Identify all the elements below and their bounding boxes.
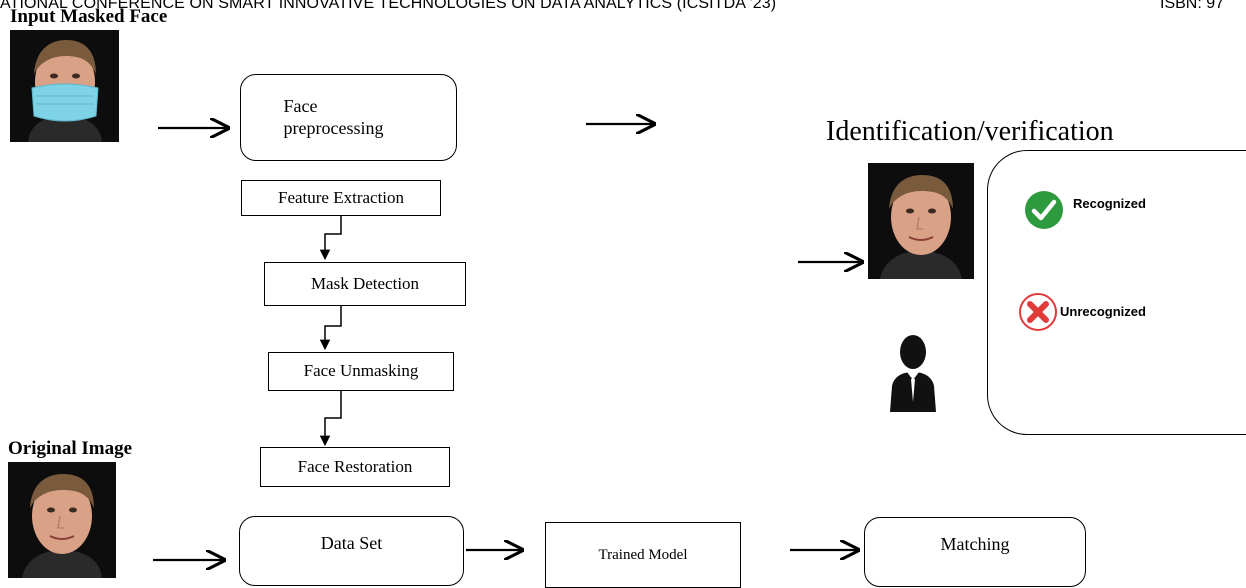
arrow-mask-to-unmasking: [319, 306, 342, 351]
mask-detection-label: Mask Detection: [310, 273, 420, 293]
face-restoration-label: Face Restoration: [297, 456, 413, 476]
unrecognized-label: Unrecognized: [1060, 304, 1146, 319]
feature-extraction-label: Feature Extraction: [277, 187, 405, 207]
data-set-label: Data Set: [320, 533, 383, 553]
cross-icon: [1018, 292, 1058, 337]
data-set-box: Data Set: [239, 516, 464, 586]
conference-header: ATIONAL CONFERENCE ON SMART INNOVATIVE T…: [0, 0, 777, 12]
mask-detection-box: Mask Detection: [264, 262, 466, 306]
face-preprocessing-box: Face preprocessing: [240, 74, 457, 161]
arrow-feature-to-mask: [319, 215, 342, 261]
recognized-label: Recognized: [1073, 196, 1146, 211]
identified-face-photo: [868, 163, 974, 279]
original-image-label: Original Image: [8, 438, 133, 459]
arrow-unmasking-to-restoration: [319, 390, 342, 447]
check-icon: [1024, 190, 1064, 235]
face-restoration-box: Face Restoration: [260, 447, 450, 487]
feature-extraction-box: Feature Extraction: [241, 180, 441, 216]
trained-model-box: Trained Model: [545, 522, 741, 588]
trained-model-label: Trained Model: [598, 547, 688, 563]
input-masked-face-label: Input Masked Face: [10, 6, 168, 27]
original-face-photo: [8, 462, 116, 578]
identification-title: Identification/verification: [826, 116, 1114, 147]
masked-face-photo: [10, 30, 119, 142]
matching-label: Matching: [940, 534, 1010, 554]
isbn-header: ISBN: 97: [1160, 0, 1225, 12]
face-preprocessing-label: Face preprocessing: [283, 95, 384, 138]
face-unmasking-label: Face Unmasking: [303, 361, 419, 381]
unknown-person-icon: [887, 332, 939, 412]
matching-box: Matching: [864, 517, 1086, 587]
face-unmasking-box: Face Unmasking: [268, 352, 454, 391]
